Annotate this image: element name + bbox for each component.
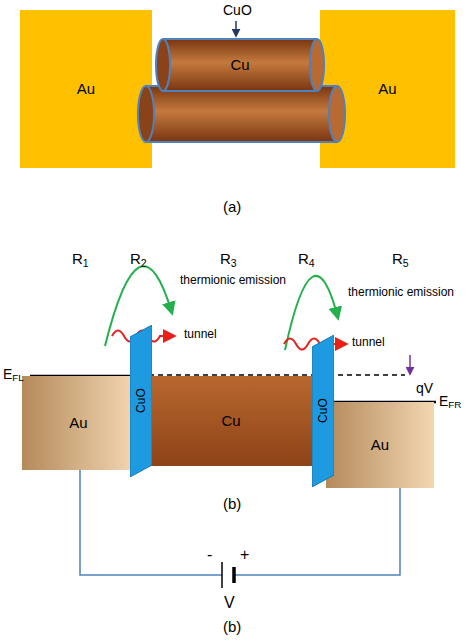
mechanism-label: thermionic emission (348, 286, 454, 300)
fermi-level-label: EFL (3, 366, 24, 382)
region-label: R2 (130, 250, 147, 267)
region-label: R5 (392, 250, 409, 267)
oxide-barrier: CuO (130, 325, 152, 477)
node-text: Cu (221, 413, 240, 430)
voltage-label: V (224, 594, 235, 612)
node-text: CuO (134, 389, 147, 414)
gold-pad (20, 10, 152, 168)
node-text: Cu (230, 57, 249, 74)
mechanism-label: thermionic emission (180, 274, 286, 288)
polarity-sign: - (207, 546, 212, 564)
region-label: R1 (72, 250, 89, 267)
battery-plate (221, 562, 223, 588)
mechanism-label: tunnel (352, 336, 385, 350)
gold-pad (320, 10, 455, 168)
node-text: Au (378, 81, 396, 98)
nanowire: Cu (155, 38, 325, 92)
polarity-sign: + (240, 546, 249, 564)
qv-arrow (409, 355, 411, 374)
bias-label: qV (416, 380, 433, 396)
region-label: R3 (220, 250, 237, 267)
panel-label: (a) (223, 198, 241, 215)
gold-electrode: Au (22, 376, 135, 470)
gold-pad: Au (320, 10, 455, 168)
battery-plate (232, 567, 236, 583)
leader-arrow (235, 21, 237, 36)
fermi-level-label: EFR (439, 393, 461, 409)
gold-electrode: Au (326, 402, 434, 488)
oxide-label: CuO (223, 2, 252, 18)
panel-label: (b) (223, 618, 241, 635)
oxide-barrier: CuO (312, 335, 334, 487)
gold-pad: Au (20, 10, 152, 168)
nanowire (138, 86, 345, 142)
wire (80, 470, 222, 575)
panel-label: (b) (223, 495, 241, 512)
node-text: CuO (316, 399, 329, 424)
mechanism-label: tunnel (184, 328, 217, 342)
node-text: Au (69, 415, 87, 432)
node-text: Au (371, 437, 389, 454)
region-label: R4 (298, 250, 315, 267)
node-text: Au (77, 81, 95, 98)
wire (234, 488, 400, 575)
copper-core: Cu (142, 376, 320, 466)
